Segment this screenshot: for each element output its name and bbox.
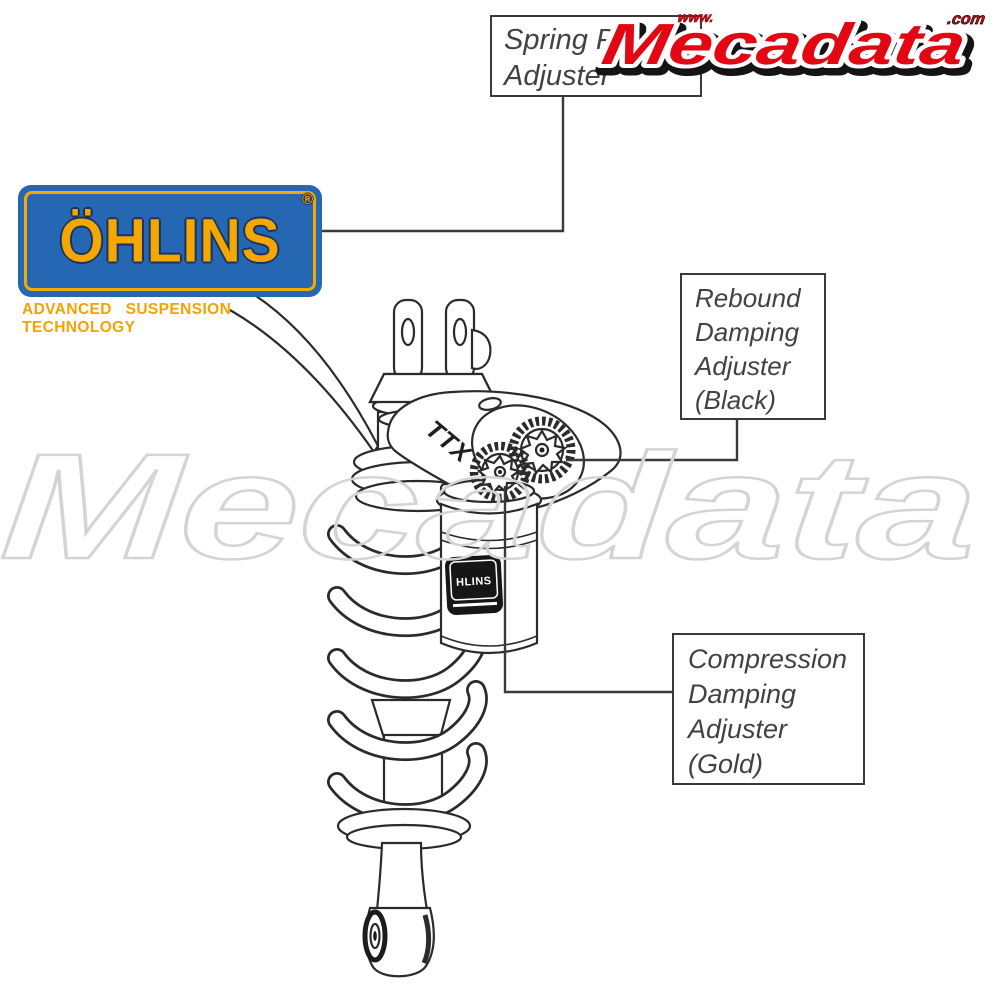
mecadata-logo: Mecadata Mecadata Mecadata www. .com [593, 8, 986, 88]
mecadata-wordmark-outline: Mecadata [597, 12, 970, 77]
callout-rebound-damping: Rebound Damping Adjuster (Black) [680, 273, 826, 420]
callout-text-line: Adjuster [688, 714, 788, 744]
callout-spring-preload: Spring P Adjuster [490, 15, 702, 97]
callout-text-line: Rebound [695, 283, 801, 313]
compression-adjuster-knob [469, 441, 531, 503]
lower-spring-seat [336, 807, 472, 851]
reservoir-sticker: HLINS [444, 555, 504, 615]
callout-text-line: Spring P [504, 24, 616, 56]
ohlins-logo: ÖHLINS ® [18, 185, 322, 297]
callout-text-line: Damping [688, 679, 797, 709]
callout-text-line: Adjuster [695, 351, 791, 381]
callout-text-line: Adjuster [504, 60, 611, 92]
ohlins-wordmark: ÖHLINS [59, 206, 281, 276]
mecadata-com-suffix: .com [946, 10, 986, 28]
callout-text-line: (Black) [695, 385, 776, 415]
mecadata-wordmark-shadow: Mecadata [601, 17, 974, 82]
spring-preload-connector [322, 97, 565, 233]
mecadata-wordmark: Mecadata [597, 12, 970, 77]
shaft-and-eyelet [362, 841, 435, 978]
callout-text-line: Compression [688, 644, 848, 674]
registered-trademark-icon: ® [301, 191, 313, 208]
compression-connector [503, 486, 672, 694]
callout-text-line: Damping [695, 317, 800, 347]
callout-text-line: (Gold) [688, 749, 764, 779]
clevis-mount [368, 298, 498, 404]
ohlins-tagline: ADVANCED SUSPENSION TECHNOLOGY [22, 301, 232, 336]
svg-text:HLINS: HLINS [456, 575, 492, 589]
callout-compression-damping: Compression Damping Adjuster (Gold) [672, 633, 865, 785]
reservoir: HLINS [435, 478, 543, 655]
ohlins-logo-frame [24, 191, 316, 291]
rebound-connector [566, 420, 739, 462]
mecadata-www-prefix: www. [677, 9, 716, 25]
rebound-adjuster-knob [508, 416, 576, 484]
